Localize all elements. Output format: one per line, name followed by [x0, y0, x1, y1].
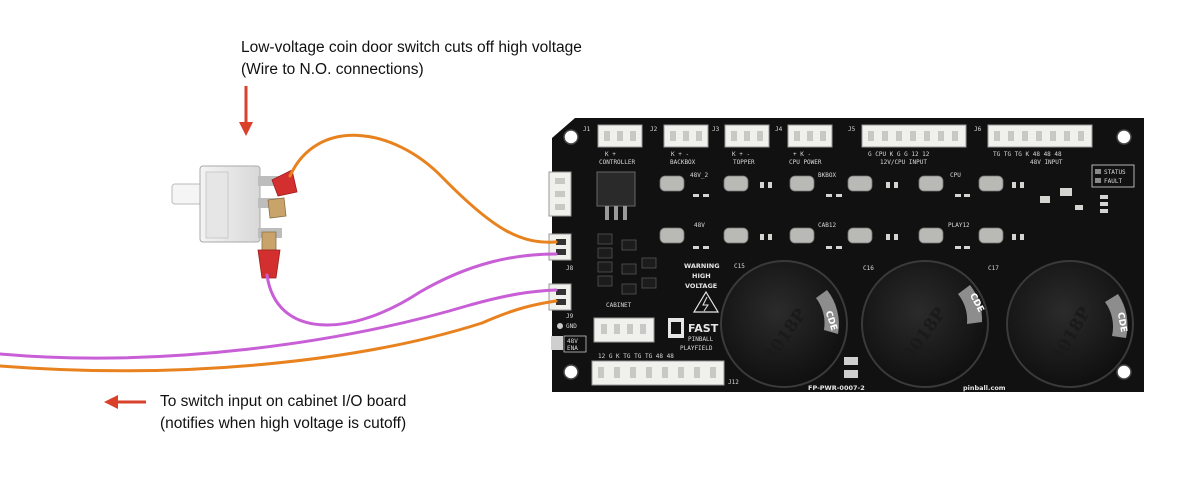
terminal-bottom: [257, 249, 281, 279]
c17-band: CDE: [1115, 312, 1128, 334]
j2-id: J2: [650, 126, 658, 133]
status-panel: STATUS FAULT: [1091, 164, 1135, 188]
capacitor-c15: C15 CDE 3018P: [720, 260, 848, 388]
fast-logo: FAST PINBALL PLAYFIELD: [668, 318, 719, 352]
board-corner-notch: [552, 118, 575, 138]
j4-pins: + K -: [793, 151, 811, 158]
mosfet-array: [597, 233, 657, 295]
fault-label: FAULT: [1104, 178, 1122, 185]
j5-id: J5: [848, 126, 856, 133]
j1-name: CONTROLLER: [599, 159, 636, 166]
power-board: J1 K + CONTROLLER J2 K + - BACKBOX J3 K …: [548, 118, 1144, 392]
left-arrow: [104, 395, 146, 409]
capacitor-c16: C16 CDE 3018P: [861, 260, 989, 388]
part-number: FP-PWR-0007-2: [808, 384, 865, 392]
j9-label: J9: [566, 313, 574, 320]
bottom-callout-line2: (notifies when high voltage is cutoff): [160, 415, 407, 432]
ena-jumper: 48V ENA: [551, 335, 587, 353]
connector-j5: J5 G CPU K G G 12 12 12V/CPU INPUT: [848, 124, 967, 166]
c17-label: C17: [988, 265, 999, 272]
j12-label: J12: [728, 379, 739, 386]
j6-name: 48V INPUT: [1030, 159, 1063, 166]
purple-wire-switch: [265, 252, 558, 327]
terminal-low: [261, 231, 277, 251]
orange-wire-io: [0, 299, 558, 373]
playfield-connector: 12 G K TG TG TG 48 48 J12: [591, 353, 739, 386]
top-callout-line2: (Wire to N.O. connections): [241, 61, 424, 78]
capacitor-c17: C17 CDE 3018P: [988, 260, 1134, 388]
j6-pins: TG TG TG K 48 48 48: [993, 151, 1062, 158]
mount-hole: [563, 129, 579, 145]
c15-label: C15: [734, 263, 745, 270]
warning-triangle-icon: [692, 290, 720, 313]
warning-line1: WARNING: [684, 262, 720, 270]
mount-hole: [1116, 129, 1132, 145]
bottom-callout: To switch input on cabinet I/O board (no…: [160, 391, 406, 435]
j4-name: CPU POWER: [789, 159, 822, 166]
terminal-top: [271, 169, 298, 197]
j4-id: J4: [775, 126, 783, 133]
playfield-label: PLAYFIELD: [680, 345, 713, 352]
orange-wire-switch: [288, 133, 558, 244]
section-48v2: 48V_2: [690, 172, 708, 179]
section-play12: PLAY12: [948, 222, 970, 229]
section-cab12: CAB12: [818, 222, 836, 229]
top-connectors: J1 K + CONTROLLER J2 K + - BACKBOX J3 K …: [583, 124, 1093, 166]
terminal-mid: [267, 197, 287, 219]
wires: [0, 133, 558, 373]
warning-line2: HIGH: [692, 272, 711, 280]
fuse-array: 48V_2 BKBOX CPU 48V CAB12 PLAY12: [659, 172, 1004, 244]
connector-j1: J1 K + CONTROLLER: [583, 124, 643, 166]
connector-j2: J2 K + - BACKBOX: [650, 124, 709, 166]
gnd-pad: [557, 323, 563, 329]
c16-label: C16: [863, 265, 874, 272]
cabinet-connector: CABINET: [593, 302, 655, 343]
j1-pins: K +: [605, 151, 616, 158]
bottom-pins: 12 G K TG TG TG 48 48: [598, 353, 674, 360]
cabinet-label: CABINET: [606, 302, 632, 309]
ena-label: ENA: [567, 345, 578, 352]
section-48v: 48V: [694, 222, 705, 229]
small-ic: [844, 357, 858, 378]
j3-id: J3: [712, 126, 720, 133]
top-callout-line1: Low-voltage coin door switch cuts off hi…: [241, 39, 582, 56]
j1-id: J1: [583, 126, 591, 133]
j3-pins: K + -: [732, 151, 750, 158]
ena-48v-label: 48V: [567, 338, 578, 345]
j2-pins: K + -: [671, 151, 689, 158]
voltage-regulator: [596, 171, 636, 220]
bottom-callout-line1: To switch input on cabinet I/O board: [160, 393, 407, 410]
top-callout: Low-voltage coin door switch cuts off hi…: [241, 37, 582, 81]
j6-id: J6: [974, 126, 982, 133]
connector-j6: J6 TG TG TG K 48 48 48 48V INPUT: [974, 124, 1093, 166]
j3-name: TOPPER: [733, 159, 755, 166]
gnd-label: GND: [566, 323, 577, 330]
website: pinball.com: [963, 384, 1006, 392]
mount-hole: [1116, 364, 1132, 380]
side-connector: [548, 171, 572, 217]
logo-text: FAST: [688, 322, 719, 335]
smd-components: [693, 182, 1108, 249]
section-cpu: CPU: [950, 172, 961, 179]
status-label: STATUS: [1104, 169, 1126, 176]
j5-name: 12V/CPU INPUT: [880, 159, 927, 166]
coin-door-switch: [171, 165, 298, 279]
j5-pins: G CPU K G G 12 12: [868, 151, 930, 158]
purple-wire-io: [0, 288, 558, 360]
warning-line3: VOLTAGE: [685, 282, 717, 290]
section-bkbox: BKBOX: [818, 172, 836, 179]
mount-hole: [563, 364, 579, 380]
connector-j3: J3 K + - TOPPER: [712, 124, 770, 166]
j2-name: BACKBOX: [670, 159, 696, 166]
high-voltage-warning: WARNING HIGH VOLTAGE: [684, 262, 720, 313]
down-arrow: [239, 86, 253, 136]
connector-j4: J4 + K - CPU POWER: [775, 124, 833, 166]
logo-sub: PINBALL: [688, 336, 714, 343]
j8-label: J8: [566, 265, 574, 272]
